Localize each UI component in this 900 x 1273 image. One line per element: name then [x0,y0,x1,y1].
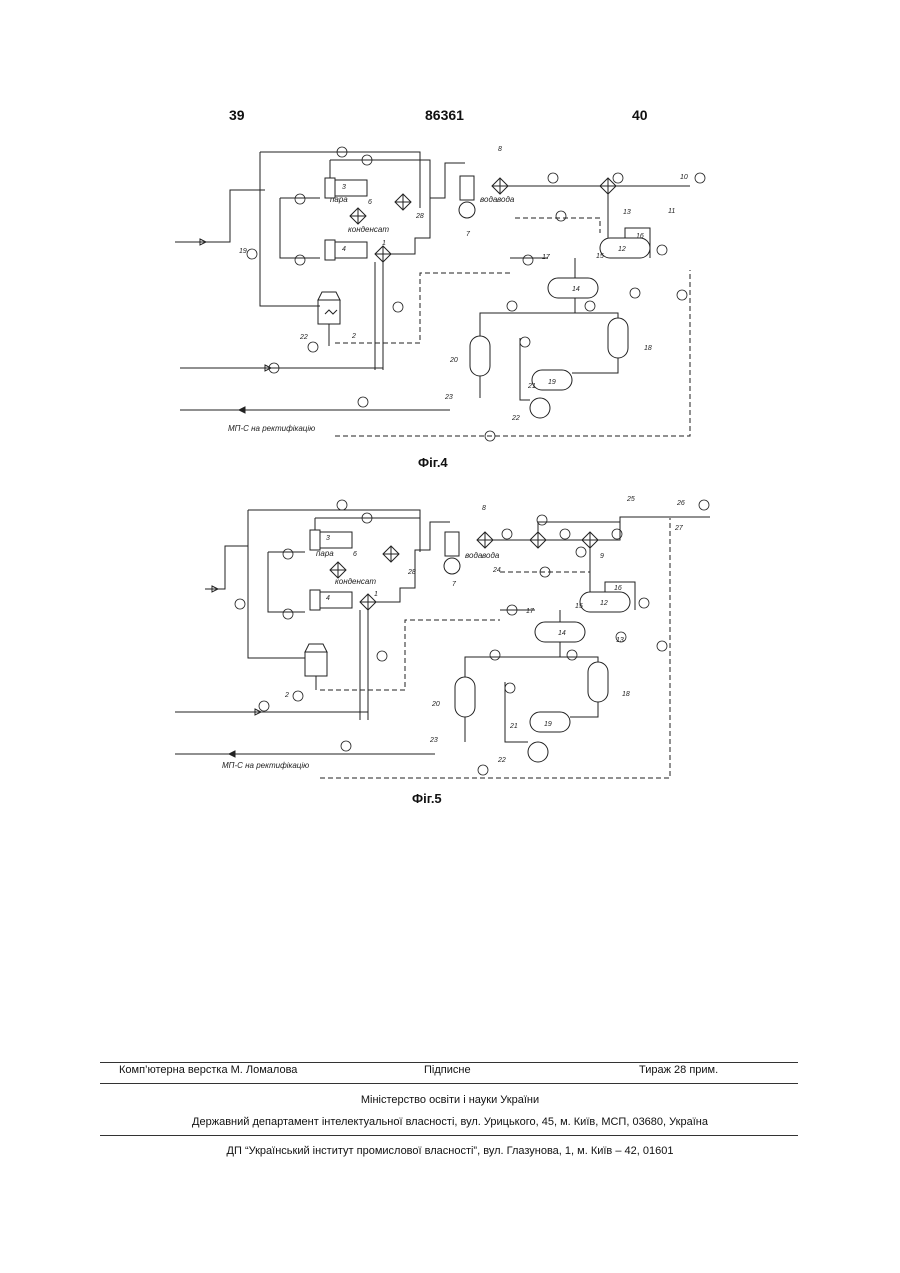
page-number-right: 40 [632,107,648,123]
svg-text:21: 21 [527,383,536,390]
footer-divider-middle [100,1083,798,1084]
svg-text:13: 13 [616,637,624,644]
svg-text:19: 19 [239,248,247,255]
figure-5-diagram: 234 1628 789 131214 151617 181920 212223… [170,492,720,802]
footer-signed: Підписне [424,1064,471,1076]
footer-institute: ДП “Український інститут промислової вла… [0,1145,900,1157]
svg-text:22: 22 [511,415,520,422]
figure-5-caption: Фіг.5 [412,791,442,806]
svg-text:16: 16 [636,233,644,240]
figure-4-diagram: 19222 341 6287 81011 131214 151617 18192… [170,138,720,448]
svg-text:28: 28 [407,569,416,576]
svg-text:24: 24 [492,567,501,574]
svg-text:6: 6 [368,199,372,206]
svg-text:23: 23 [444,394,453,401]
svg-text:22: 22 [497,757,506,764]
svg-text:вода: вода [482,551,500,560]
svg-text:вода: вода [480,195,498,204]
svg-text:14: 14 [572,286,580,293]
svg-text:22: 22 [299,334,308,341]
svg-text:25: 25 [626,496,635,503]
svg-text:18: 18 [622,691,630,698]
svg-text:7: 7 [466,231,471,238]
svg-text:1: 1 [374,591,378,598]
svg-text:20: 20 [431,701,440,708]
svg-text:10: 10 [680,174,688,181]
patent-number: 86361 [425,107,464,123]
svg-text:МП-С на ректифікацію: МП-С на ректифікацію [222,761,309,770]
svg-text:16: 16 [614,585,622,592]
svg-text:26: 26 [676,500,685,507]
svg-text:12: 12 [618,246,626,253]
svg-text:13: 13 [623,209,631,216]
svg-text:9: 9 [600,553,604,560]
svg-text:конденсат: конденсат [335,577,376,586]
svg-text:конденсат: конденсат [348,225,389,234]
footer-layout-credit: Комп’ютерна верстка М. Ломалова [119,1064,297,1076]
svg-text:17: 17 [542,254,551,261]
footer-circulation: Тираж 28 прим. [639,1064,718,1076]
svg-text:11: 11 [668,208,675,215]
svg-text:4: 4 [326,595,330,602]
svg-text:1: 1 [382,240,386,247]
svg-text:19: 19 [548,379,556,386]
svg-text:8: 8 [498,146,502,153]
svg-text:15: 15 [575,603,583,610]
svg-text:23: 23 [429,737,438,744]
svg-text:2: 2 [351,333,356,340]
svg-text:19: 19 [544,721,552,728]
svg-text:27: 27 [674,525,684,532]
svg-text:28: 28 [415,213,424,220]
svg-text:15: 15 [596,253,604,260]
footer-divider-top [100,1062,798,1063]
footer-ministry: Міністерство освіти і науки України [0,1094,900,1106]
figure-4-caption: Фіг.4 [418,455,448,470]
footer-divider-bottom [100,1135,798,1136]
svg-text:14: 14 [558,630,566,637]
page-number-left: 39 [229,107,245,123]
svg-text:вода: вода [497,195,515,204]
svg-text:3: 3 [326,535,330,542]
svg-text:6: 6 [353,551,357,558]
svg-text:МП-С на ректифікацію: МП-С на ректифікацію [228,424,315,433]
svg-text:4: 4 [342,246,346,253]
svg-text:17: 17 [526,608,535,615]
svg-text:8: 8 [482,505,486,512]
svg-text:пара: пара [316,549,334,558]
svg-text:2: 2 [284,692,289,699]
svg-text:20: 20 [449,357,458,364]
footer-department: Державний департамент інтелектуальної вл… [0,1116,900,1128]
svg-text:вода: вода [465,551,483,560]
svg-text:21: 21 [509,723,518,730]
svg-text:7: 7 [452,581,457,588]
svg-text:3: 3 [342,184,346,191]
svg-text:пара: пара [330,195,348,204]
svg-text:18: 18 [644,345,652,352]
svg-text:12: 12 [600,600,608,607]
